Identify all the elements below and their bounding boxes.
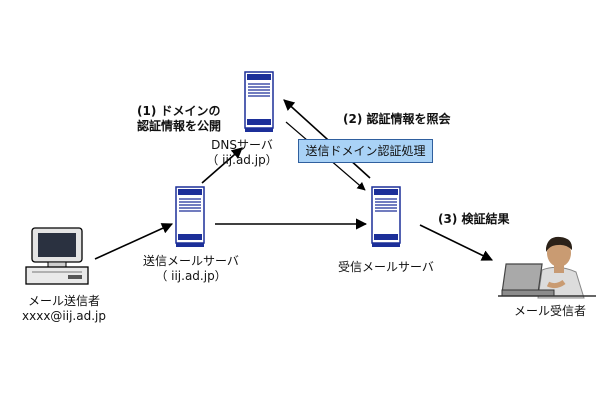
recipient-label: メール受信者 — [513, 304, 586, 318]
step-2-label: (2) 認証情報を照会 — [343, 112, 451, 126]
arrow-sender-to-sending-server — [94, 223, 174, 260]
sender-name: メール送信者 — [27, 294, 100, 308]
step-3-label: (3) 検証結果 — [438, 212, 510, 226]
person-at-laptop-icon — [498, 236, 596, 299]
sender-address: xxxx@iij.ad.jp — [22, 309, 106, 323]
sender-label: メール送信者 xxxx@iij.ad.jp — [4, 294, 124, 324]
arrow-publish-auth-info — [201, 147, 243, 184]
receiving-server-label: 受信メールサーバ — [338, 260, 434, 274]
domain-auth-process-box: 送信ドメイン認証処理 — [298, 139, 433, 163]
receiving-server-icon — [371, 186, 401, 248]
step-1-line-1: (1) ドメインの — [137, 104, 221, 118]
sending-server-name: 送信メールサーバ — [143, 254, 239, 268]
step-1-line-2: 認証情報を公開 — [137, 119, 222, 133]
sending-server-label: 送信メールサーバ （ iij.ad.jp） — [136, 254, 246, 284]
dns-server-label: DNSサーバ （ iij.ad.jp） — [197, 138, 287, 168]
dns-server-icon — [244, 71, 274, 133]
dns-server-name: DNSサーバ — [211, 138, 273, 152]
step-1-label: (1) ドメインの 認証情報を公開 — [137, 104, 221, 134]
arrow-verification-result — [419, 224, 494, 261]
dns-server-domain: （ iij.ad.jp） — [206, 153, 278, 167]
computer-icon — [25, 227, 89, 285]
sending-server-icon — [175, 186, 205, 248]
sending-server-domain: （ iij.ad.jp） — [155, 269, 227, 283]
